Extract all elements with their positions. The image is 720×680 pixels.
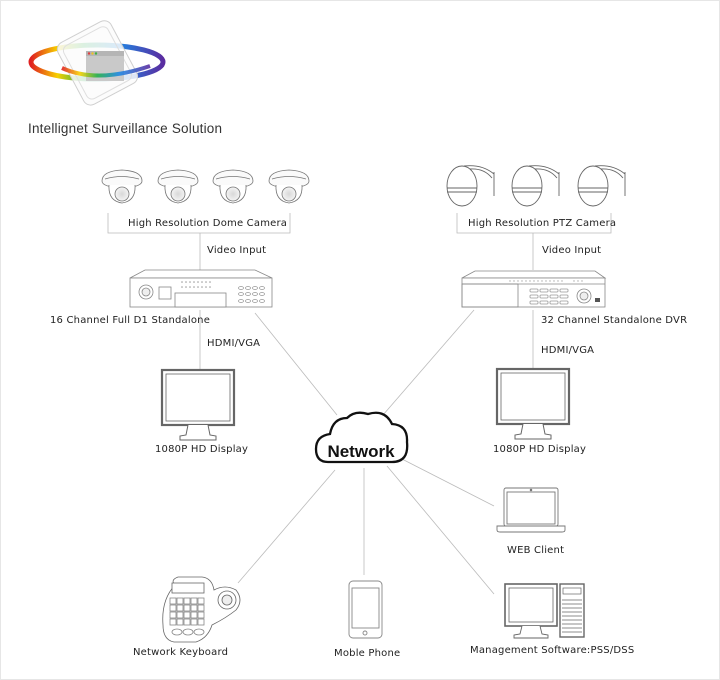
page-title: Intellignet Surveillance Solution — [28, 121, 223, 136]
left-video-input-label: Video Input — [207, 245, 267, 256]
dome-cameras — [101, 169, 310, 204]
dome-camera-icon — [212, 169, 254, 204]
dome-camera-icon — [101, 169, 143, 204]
mobile-phone-icon — [348, 580, 383, 639]
dvr-32ch-label: 32 Channel Standalone DVR — [541, 315, 688, 326]
right-display-label: 1080P HD Display — [493, 444, 587, 455]
link-left-dvr-network — [254, 312, 338, 416]
network-label: Network — [327, 442, 395, 461]
dome-camera-icon — [157, 169, 199, 204]
management-software-label: Management Software:PSS/DSS — [470, 645, 635, 656]
network-cloud-icon — [314, 411, 409, 464]
right-camera-bracket — [456, 213, 612, 234]
logo-icon — [28, 20, 166, 106]
monitor-right-icon — [495, 367, 571, 440]
ptz-cameras — [446, 165, 626, 207]
left-hdmi-label: HDMI/VGA — [207, 338, 261, 349]
link-network-management — [386, 465, 495, 595]
dvr-32ch-icon — [461, 270, 607, 308]
ptz-camera-icon — [577, 165, 626, 207]
left-display-label: 1080P HD Display — [155, 444, 249, 455]
ptz-camera-icon — [446, 165, 495, 207]
dome-camera-label: High Resolution Dome Camera — [128, 218, 288, 229]
link-network-web — [399, 457, 495, 507]
left-camera-bracket — [107, 213, 291, 234]
ptz-camera-label: High Resolution PTZ Camera — [468, 218, 617, 229]
link-right-dvr-network — [382, 309, 475, 416]
web-client-label: WEB Client — [507, 545, 565, 556]
right-video-input-label: Video Input — [542, 245, 602, 256]
right-hdmi-label: HDMI/VGA — [541, 345, 595, 356]
management-pc-icon — [504, 583, 585, 639]
ptz-camera-icon — [511, 165, 560, 207]
laptop-icon — [496, 487, 566, 533]
network-keyboard-label: Network Keyboard — [133, 647, 229, 658]
connector-lines — [107, 213, 612, 595]
dvr-16ch-label: 16 Channel Full D1 Standalone — [50, 315, 211, 326]
dvr-16ch-icon — [129, 269, 273, 308]
network-keyboard-icon — [162, 576, 241, 643]
dome-camera-icon — [268, 169, 310, 204]
mobile-phone-label: Moble Phone — [334, 648, 401, 659]
link-network-keyboard — [237, 469, 336, 584]
monitor-left-icon — [160, 368, 236, 441]
